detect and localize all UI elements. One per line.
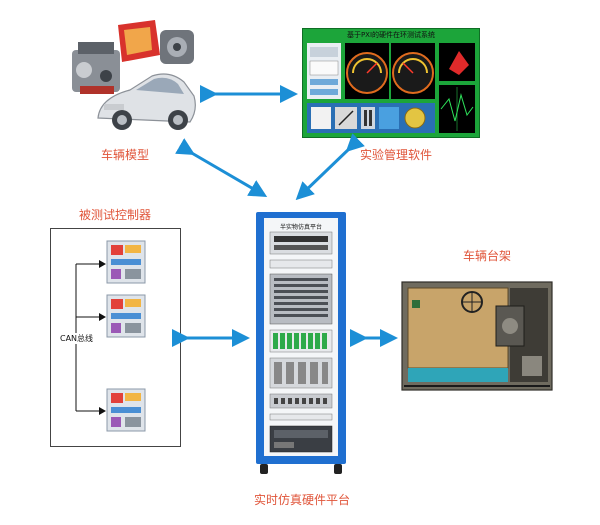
arrow-software-rack xyxy=(295,133,365,201)
ecu-board-2 xyxy=(106,294,146,338)
3d-view-panel xyxy=(439,43,475,81)
software-screen: 基于PXI的硬件在环测试系统 xyxy=(302,28,480,138)
ecu-board-3 xyxy=(106,388,146,432)
bench-platform xyxy=(407,287,509,369)
rack-unit-patch xyxy=(269,393,333,409)
engine-detail-icon xyxy=(160,30,194,64)
arrow-model-rack xyxy=(175,138,268,198)
vehicle-model-illustration xyxy=(72,20,196,130)
software-screen-title: 基于PXI的硬件在环测试系统 xyxy=(346,31,436,39)
speedometer-gauge xyxy=(345,43,389,99)
platform-label: 实时仿真硬件平台 xyxy=(254,493,351,507)
simulation-rack: 半实物仿真平台 xyxy=(256,212,346,474)
can-bus-label: CAN总线 xyxy=(59,333,95,344)
car-icon xyxy=(97,73,196,130)
vehicle-model-label: 车辆模型 xyxy=(101,148,150,162)
ecu-board-1 xyxy=(106,240,146,284)
transmission-icon xyxy=(118,20,160,62)
engine-icon xyxy=(72,42,120,94)
rack-header: 半实物仿真平台 xyxy=(279,224,322,231)
vehicle-bench-illustration xyxy=(401,281,553,391)
controller-label: 被测试控制器 xyxy=(79,208,152,222)
test-software-label: 实验管理软件 xyxy=(360,148,433,162)
bench-rail xyxy=(408,368,508,382)
rack-wheel-right xyxy=(334,464,342,474)
bottom-control-panel xyxy=(307,103,435,133)
rack-inner: 半实物仿真平台 xyxy=(264,218,338,456)
rack-wheel-left xyxy=(260,464,268,474)
waveform-panel xyxy=(439,85,475,133)
bench-label: 车辆台架 xyxy=(463,249,512,263)
controller-panel: CAN总线 xyxy=(50,228,181,447)
tachometer-gauge xyxy=(391,43,435,99)
